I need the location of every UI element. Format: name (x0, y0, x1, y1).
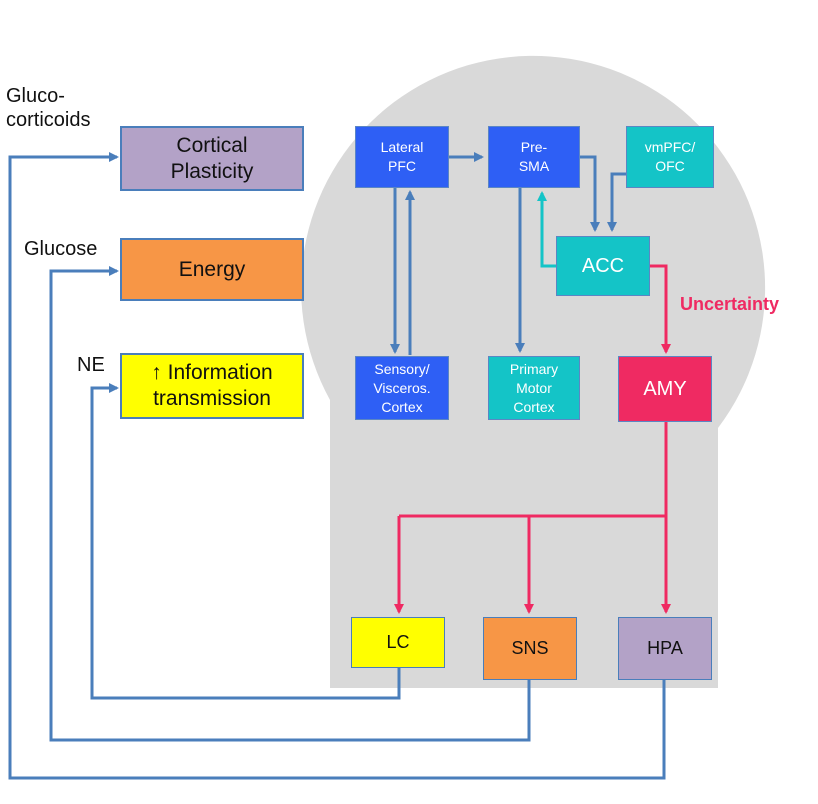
glucocorticoids-line-1: Gluco- (6, 85, 65, 107)
vmpfc-to-acc-arrow (607, 172, 626, 232)
lc-box: LC (351, 617, 445, 668)
pre-sma-line-2: SMA (518, 158, 550, 174)
sensory-visceros-cortex-box: Sensory/ Visceros. Cortex (355, 356, 449, 420)
cortical-plasticity-box: Cortical Plasticity (120, 126, 304, 191)
information-line-2: transmission (153, 387, 271, 410)
pre-sma-box: Pre- SMA (488, 126, 580, 188)
sensory-line-3: Cortex (381, 398, 423, 415)
information-transmission-box: ↑ Information transmission (120, 353, 304, 419)
sns-label: SNS (511, 638, 549, 658)
hpa-box: HPA (618, 617, 712, 680)
information-line-1: ↑ Information (151, 361, 273, 384)
acc-to-pre-sma-arrow (537, 191, 556, 268)
hpa-label: HPA (647, 638, 683, 658)
acc-label: ACC (581, 255, 625, 277)
primary-motor-line-2: Motor (516, 379, 552, 396)
glucocorticoids-line-2: corticoids (6, 109, 91, 131)
sns-to-energy-loop (49, 266, 531, 742)
energy-label: Energy (178, 257, 246, 281)
amy-label: AMY (643, 378, 687, 400)
lateral-pfc-line-2: PFC (388, 158, 416, 174)
glucose-label: Glucose (24, 238, 98, 260)
glucocorticoids-label: Gluco- corticoids (6, 84, 90, 132)
amy-box: AMY (618, 356, 712, 422)
lc-to-information-loop (90, 383, 401, 700)
energy-box: Energy (120, 238, 304, 301)
lc-label: LC (386, 632, 410, 652)
pre-sma-to-acc-arrow (580, 155, 600, 232)
lateral-pfc-box: Lateral PFC (355, 126, 449, 188)
primary-motor-line-3: Cortex (513, 398, 555, 415)
acc-to-amy-arrow (650, 264, 671, 354)
cortical-plasticity-line-1: Cortical (176, 133, 248, 157)
acc-box: ACC (556, 236, 650, 296)
sensory-line-1: Sensory/ (374, 360, 430, 377)
sensory-line-2: Visceros. (373, 379, 431, 396)
pre-sma-line-1: Pre- (520, 139, 548, 155)
primary-motor-cortex-box: Primary Motor Cortex (488, 356, 580, 420)
ne-label: NE (77, 354, 105, 376)
hpa-to-cortical-loop (8, 152, 666, 780)
primary-motor-line-1: Primary (509, 360, 559, 377)
vmpfc-ofc-box: vmPFC/ OFC (626, 126, 714, 188)
sns-box: SNS (483, 617, 577, 680)
vmpfc-line-2: OFC (655, 158, 685, 174)
uncertainty-label: Uncertainty (680, 294, 780, 314)
cortical-plasticity-line-2: Plasticity (170, 159, 254, 183)
lateral-pfc-line-1: Lateral (380, 139, 424, 155)
vmpfc-line-1: vmPFC/ (644, 139, 696, 155)
